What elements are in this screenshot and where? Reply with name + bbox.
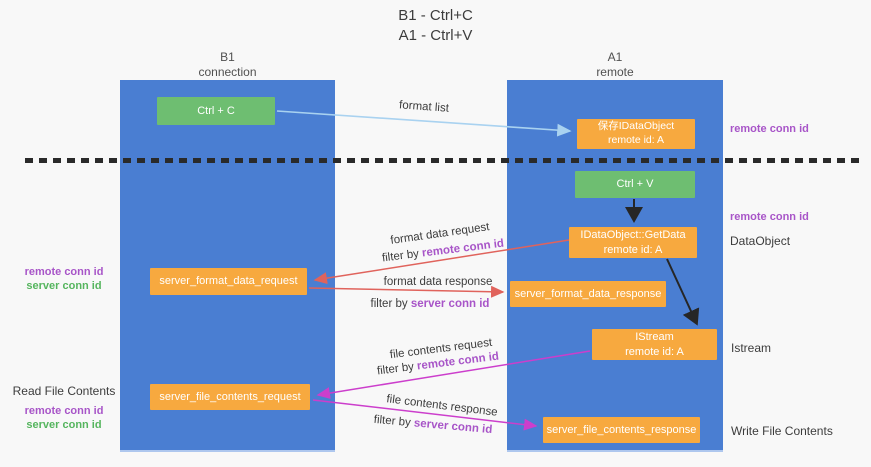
server-conn-id-annotation-left: server conn id	[26, 280, 102, 293]
remote-conn-id-annotation-left-bottom: remote conn id	[24, 404, 104, 417]
server-format-data-request-label: server_format_data_request	[159, 275, 298, 288]
copy-paste-separator-line	[25, 158, 862, 163]
filter-by-text: filter by	[373, 413, 415, 430]
filter-by-text: filter by	[381, 247, 423, 265]
ctrl-v-label: Ctrl + V	[616, 178, 654, 191]
remote-conn-id-annotation-left: remote conn id	[24, 266, 104, 278]
remote-conn-id-annotation-mid: remote conn id	[730, 211, 809, 223]
title-line-1: B1 - Ctrl+C	[398, 7, 473, 24]
lifeline-a1-role: remote	[596, 65, 634, 79]
ctrl-v-box: Ctrl + V	[575, 171, 695, 198]
server-conn-id-key: server conn id	[410, 298, 490, 310]
istream-line2: remote id: A	[625, 345, 684, 358]
file-contents-response-label: file contents response	[385, 393, 499, 419]
lifeline-header-a1: A1 remote	[507, 50, 723, 80]
server-conn-id-key: server conn id	[413, 417, 493, 437]
server-file-contents-request-label: server_file_contents_request	[159, 390, 301, 403]
istream-box: IStream remote id: A	[592, 329, 717, 360]
format-data-response-filter-label: filter by server conn id	[371, 298, 490, 310]
write-file-contents-annotation: Write File Contents	[731, 424, 833, 438]
left-conn-id-block-top: remote conn id server conn id	[8, 265, 120, 294]
server-format-data-response-box: server_format_data_response	[510, 281, 666, 307]
lifeline-a1-name: A1	[607, 50, 623, 64]
lifeline-b1-name: B1	[220, 50, 235, 64]
remote-conn-id-annotation-top: remote conn id	[730, 123, 809, 135]
format-data-response-label: format data response	[383, 276, 493, 288]
read-file-contents-annotation: Read File Contents	[12, 384, 116, 398]
filter-by-text: filter by	[376, 360, 418, 378]
lifeline-b1-role: connection	[198, 65, 257, 79]
save-idataobject-line2: remote id: A	[607, 134, 665, 146]
file-contents-response-filter-label: filter by server conn id	[373, 414, 492, 436]
format-list-label: format list	[398, 99, 450, 115]
save-idataobject-line1: 保存IDataObject	[597, 120, 675, 133]
dataobject-annotation: DataObject	[730, 234, 791, 248]
server-file-contents-response-box: server_file_contents_response	[543, 417, 700, 443]
lifeline-header-b1: B1 connection	[120, 50, 335, 80]
server-format-data-request-box: server_format_data_request	[150, 268, 307, 295]
istream-annotation: Istream	[731, 341, 772, 355]
save-idataobject-box: 保存IDataObject remote id: A	[577, 119, 695, 149]
format-data-response-arrow	[308, 285, 505, 298]
filter-by-text: filter by	[370, 298, 411, 310]
istream-line1: IStream	[635, 331, 674, 344]
server-file-contents-request-box: server_file_contents_request	[150, 384, 310, 410]
idataobject-getdata-box: IDataObject::GetData remote id: A	[569, 227, 697, 258]
title-line-2: A1 - Ctrl+V	[398, 27, 473, 45]
server-file-contents-response-label: server_file_contents_response	[546, 423, 697, 436]
getdata-line1: IDataObject::GetData	[580, 229, 686, 242]
server-format-data-response-label: server_format_data_response	[514, 287, 662, 300]
getdata-line2: remote id: A	[603, 243, 663, 256]
left-conn-id-block-bottom: Read File Contents remote conn id server…	[8, 384, 120, 432]
diagram-title: B1 - Ctrl+C A1 - Ctrl+V	[0, 6, 871, 47]
server-conn-id-annotation-left-bottom: server conn id	[26, 418, 102, 431]
ctrl-c-label: Ctrl + C	[197, 104, 235, 117]
ctrl-c-box: Ctrl + C	[157, 97, 275, 125]
